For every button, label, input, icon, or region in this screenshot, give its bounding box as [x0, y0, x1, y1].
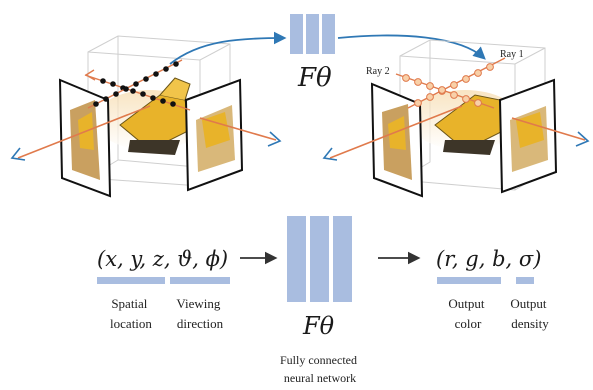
top-output-arrow [337, 34, 486, 60]
ray-2-label: Ray 2 [366, 66, 390, 77]
output-color-label: Output color [448, 296, 487, 331]
input-underline-bars [97, 277, 230, 284]
viewing-direction-label: Viewing direction [176, 296, 223, 331]
output-underline-bars [437, 277, 534, 284]
top-network-block [290, 14, 335, 54]
camera-view-icon-right [267, 131, 282, 147]
right-scene: Ray 1 Ray 2 [322, 39, 590, 198]
output-tuple: (r, g, b, σ) [436, 247, 541, 271]
top-network-label: Fθ [297, 63, 332, 93]
network-label: Fθ [302, 312, 335, 340]
left-scene-right-image-plane [184, 78, 244, 192]
ray-1-label: Ray 1 [500, 49, 524, 60]
output-density-label: Output density [510, 296, 549, 331]
network-caption: Fully connected neural network [280, 353, 360, 385]
right-right-image-plane [498, 78, 558, 194]
camera-view-icon-right-scene-left [322, 147, 338, 161]
bulldozer-image [119, 77, 191, 155]
spatial-location-label: Spatial location [110, 296, 152, 331]
ray-2-samples [395, 73, 495, 109]
camera-view-icon-left [10, 147, 26, 161]
top-input-arrow [169, 31, 287, 65]
network-block [287, 216, 352, 302]
sample-ray-2 [87, 59, 183, 109]
camera-view-icon-right-scene-right [575, 131, 590, 147]
left-scene [10, 35, 282, 198]
input-tuple: (x, y, z, ϑ, ϕ) [97, 247, 228, 271]
right-left-image-plane [370, 82, 424, 198]
